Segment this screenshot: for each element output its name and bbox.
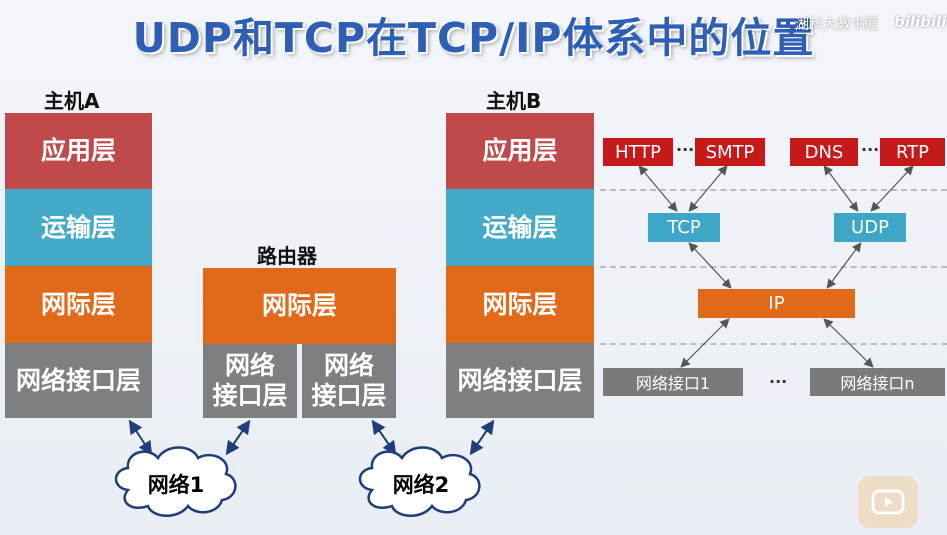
network-2-cloud: 网络2: [358, 446, 481, 517]
router-interface-2: 网络 接口层: [302, 344, 396, 418]
interface-n: 网络接口n: [810, 368, 945, 396]
play-icon: [871, 489, 905, 515]
play-badge-icon[interactable]: [858, 476, 918, 528]
arrow-rtp-udp: [870, 165, 914, 212]
router-internet-layer: 网际层: [203, 268, 396, 344]
separator-internet-interface: [600, 343, 947, 345]
arrow-ip-ifn: [823, 318, 874, 368]
arrow-ip-if1: [680, 318, 730, 368]
network-2-label: 网络2: [393, 473, 450, 497]
protocol-tcp: TCP: [648, 213, 720, 242]
host-a-transport-layer: 运输层: [5, 189, 152, 266]
arrow-router-net1: [225, 419, 251, 456]
protocol-dns: DNS: [790, 138, 858, 166]
separator-application-transport: [600, 189, 947, 191]
protocol-ip: IP: [698, 289, 855, 318]
host-b-label: 主机B: [486, 89, 542, 113]
protocol-udp: UDP: [834, 213, 906, 242]
network-1-label: 网络1: [148, 473, 205, 497]
host-b-application-layer: 应用层: [446, 113, 594, 189]
protocol-rtp: RTP: [880, 138, 945, 166]
host-a-internet-layer: 网际层: [5, 266, 152, 343]
host-a-application-layer: 应用层: [5, 113, 152, 189]
arrow-host-b-net2: [469, 419, 495, 456]
bilibili-logo: bilibili: [894, 13, 947, 31]
host-b-transport-layer: 运输层: [446, 189, 594, 266]
network-1-cloud: 网络1: [114, 446, 237, 517]
watermark: 湖科大教书匠: [795, 17, 879, 33]
arrow-udp-ip: [826, 242, 862, 289]
arrow-tcp-ip: [688, 242, 732, 289]
arrow-http-tcp: [638, 165, 678, 212]
interface-1: 网络接口1: [603, 368, 743, 396]
host-a-label: 主机A: [44, 89, 100, 113]
arrow-smtp-tcp: [688, 165, 728, 212]
router-label: 路由器: [257, 244, 317, 268]
ellipsis-interface: ···: [769, 372, 788, 391]
arrow-dns-udp: [823, 165, 859, 212]
router-interface-1: 网络 接口层: [203, 344, 297, 418]
page-title: UDP和TCP在TCP/IP体系中的位置: [132, 14, 815, 62]
protocol-smtp: SMTP: [695, 138, 765, 166]
host-b-internet-layer: 网际层: [446, 266, 594, 343]
arrow-host-a-net1: [128, 419, 153, 456]
host-a-interface-layer: 网络接口层: [5, 343, 152, 418]
arrow-router-net2: [371, 419, 397, 456]
separator-transport-internet: [600, 266, 947, 268]
ellipsis-app-1: ···: [676, 140, 695, 159]
ellipsis-app-2: ···: [861, 140, 880, 159]
protocol-http: HTTP: [603, 138, 673, 166]
host-b-interface-layer: 网络接口层: [446, 343, 594, 418]
